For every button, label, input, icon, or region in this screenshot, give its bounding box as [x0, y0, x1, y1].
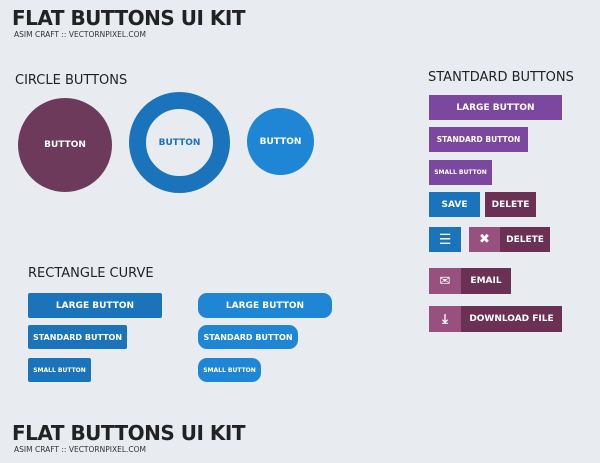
circle-button-ring-blue[interactable]: BUTTON: [129, 92, 230, 193]
standard-buttons-heading: STANTDARD BUTTONS: [428, 70, 574, 85]
page-subtitle: ASIM CRAFT :: VECTORNPIXEL.COM: [14, 30, 147, 39]
standard-button-purple[interactable]: STANDARD BUTTON: [429, 127, 528, 152]
small-button-rounded[interactable]: SMALL BUTTON: [198, 358, 261, 382]
close-icon: ✖: [469, 227, 500, 252]
standard-button-rounded[interactable]: STANDARD BUTTON: [198, 325, 298, 349]
circle-buttons-heading: CIRCLE BUTTONS: [15, 73, 128, 88]
page-title: FLAT BUTTONS UI KIT: [12, 6, 246, 30]
envelope-icon: ✉: [429, 268, 461, 294]
large-button[interactable]: LARGE BUTTON: [28, 293, 162, 318]
small-button[interactable]: SMALL BUTTON: [28, 358, 91, 382]
rectangle-curve-heading: RECTANGLE CURVE: [28, 266, 154, 281]
menu-button[interactable]: ☰: [429, 227, 461, 252]
delete-icon-button[interactable]: ✖ DELETE: [469, 227, 550, 252]
download-label: DOWNLOAD FILE: [461, 306, 562, 332]
footer-subtitle: ASIM CRAFT :: VECTORNPIXEL.COM: [14, 445, 147, 454]
delete-button[interactable]: DELETE: [485, 192, 536, 217]
footer-title: FLAT BUTTONS UI KIT: [12, 421, 246, 445]
save-button[interactable]: SAVE: [429, 192, 480, 217]
download-icon: ⤓: [429, 306, 461, 332]
small-button-purple[interactable]: SMALL BUTTON: [429, 160, 492, 185]
large-button-purple[interactable]: LARGE BUTTON: [429, 95, 562, 120]
circle-button-filled-blue[interactable]: BUTTON: [247, 108, 314, 175]
email-button[interactable]: ✉ EMAIL: [429, 268, 511, 294]
hamburger-icon: ☰: [438, 231, 452, 248]
download-file-button[interactable]: ⤓ DOWNLOAD FILE: [429, 306, 562, 332]
circle-button-filled-plum[interactable]: BUTTON: [18, 98, 112, 192]
standard-button[interactable]: STANDARD BUTTON: [28, 325, 127, 349]
large-button-rounded[interactable]: LARGE BUTTON: [198, 293, 332, 318]
email-label: EMAIL: [461, 268, 511, 294]
delete-label: DELETE: [500, 227, 550, 252]
